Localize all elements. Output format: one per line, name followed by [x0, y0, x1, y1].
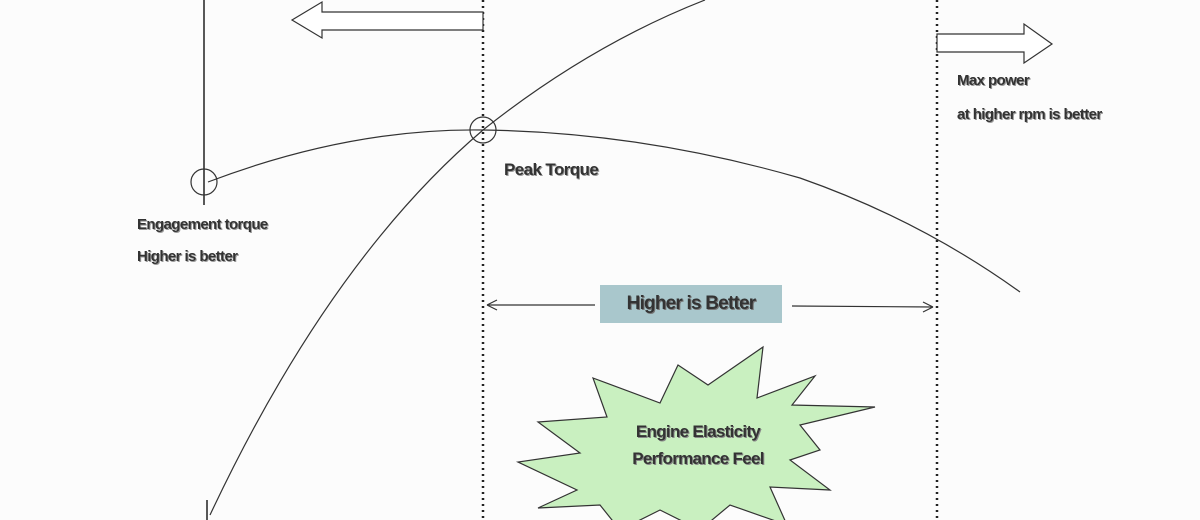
performance-starburst [515, 345, 876, 520]
left-arrow-icon [290, 0, 484, 40]
torque-curve [207, 129, 1021, 293]
starburst-line-1: Engine Elasticity [635, 422, 761, 441]
higher-is-better-box: Higher is Better [600, 285, 782, 323]
power-curve [209, 0, 706, 516]
starburst-text: Engine Elasticity Performance Feel [598, 418, 798, 472]
max-power-label: Max power [957, 72, 1030, 89]
range-arrowhead-left [486, 299, 498, 311]
engagement-torque-marker [190, 168, 218, 196]
max-power-note: at higher rpm is better [957, 106, 1102, 123]
peak-torque-label: Peak Torque [504, 160, 599, 179]
engagement-torque-note: Higher is better [137, 248, 238, 265]
starburst-line-2: Performance Feel [632, 449, 764, 468]
peak-torque-marker [469, 116, 497, 144]
range-arrowhead-right [922, 301, 934, 313]
engagement-torque-label: Engagement torque [137, 216, 268, 233]
range-arrow-right [791, 305, 934, 308]
right-arrow-icon [936, 22, 1054, 65]
